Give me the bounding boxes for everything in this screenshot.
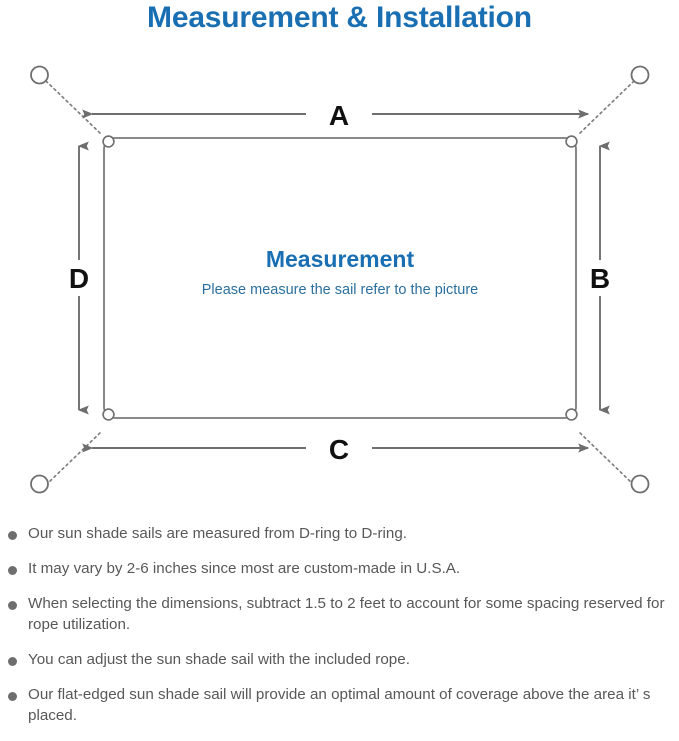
d-ring-bottom-left bbox=[102, 408, 115, 421]
bullet-icon bbox=[8, 565, 17, 575]
dimension-label-d: D bbox=[69, 263, 89, 294]
d-ring-top-right bbox=[565, 135, 578, 148]
anchor-point-top-left bbox=[30, 65, 49, 85]
measurement-diagram: A C D B Measurement Please measure the s… bbox=[30, 65, 650, 494]
list-item: You can adjust the sun shade sail with t… bbox=[0, 650, 679, 671]
bullet-icon bbox=[8, 691, 17, 701]
rope-line-top-right bbox=[578, 80, 635, 135]
list-item: Our flat-edged sun shade sail will provi… bbox=[0, 685, 679, 727]
note-text: You can adjust the sun shade sail with t… bbox=[28, 650, 410, 668]
dimension-label-b: B bbox=[590, 263, 610, 294]
notes-list: Our sun shade sails are measured from D-… bbox=[0, 524, 679, 741]
d-ring-top-left bbox=[102, 135, 115, 148]
note-text: When selecting the dimensions, subtract … bbox=[28, 594, 665, 633]
note-text: Our flat-edged sun shade sail will provi… bbox=[28, 685, 651, 724]
dimension-label-c: C bbox=[329, 434, 349, 465]
rope-line-top-left bbox=[45, 80, 102, 135]
rope-line-bottom-right bbox=[578, 431, 635, 486]
anchor-point-bottom-right bbox=[630, 474, 650, 494]
page-title: Measurement & Installation bbox=[147, 1, 532, 34]
diagram-center-subtitle: Please measure the sail refer to the pic… bbox=[202, 282, 478, 298]
sail-body bbox=[103, 137, 577, 419]
note-text: Our sun shade sails are measured from D-… bbox=[28, 525, 407, 542]
rope-lines bbox=[45, 80, 635, 486]
list-item: Our sun shade sails are measured from D-… bbox=[0, 524, 679, 545]
anchor-point-top-right bbox=[630, 65, 650, 85]
anchor-points bbox=[30, 65, 650, 494]
anchor-point-bottom-left bbox=[30, 474, 49, 494]
diagram-center-title: Measurement bbox=[266, 246, 415, 272]
bullet-icon bbox=[8, 656, 17, 666]
dimension-label-a: A bbox=[329, 100, 349, 131]
list-item: When selecting the dimensions, subtract … bbox=[0, 594, 679, 636]
list-item: It may vary by 2-6 inches since most are… bbox=[0, 559, 679, 580]
d-ring-bottom-right bbox=[565, 408, 578, 421]
note-text: It may vary by 2-6 inches since most are… bbox=[28, 559, 461, 577]
bullet-icon bbox=[8, 531, 17, 540]
bullet-icon bbox=[8, 600, 17, 610]
rope-line-bottom-left bbox=[45, 431, 102, 486]
d-rings bbox=[102, 135, 578, 421]
